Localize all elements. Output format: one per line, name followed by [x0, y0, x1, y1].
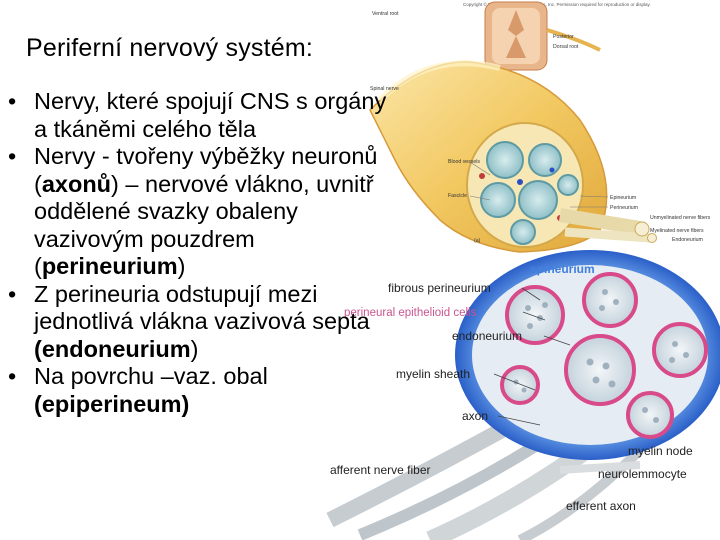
label-epineurium-top: Epineurium	[610, 195, 636, 201]
label-epineurium: epineurium	[530, 262, 595, 276]
label-dorsal-root: Dorsal root	[553, 44, 579, 50]
bullet-list: • Nervy, které spojují CNS s orgány a tká…	[6, 88, 396, 418]
label-spinal-nerve: Spinal nerve	[370, 86, 399, 92]
bullet-bold-text: axonů	[41, 170, 112, 197]
bullet-bold-text: (epiperineum)	[34, 390, 190, 417]
bullet-text: Nervy, které spojují CNS s orgány a tkán…	[34, 88, 387, 142]
label-efferent-axon: efferent axon	[566, 499, 636, 513]
bullet-text: Z perineuria odstupují mezi jednotlivá v…	[34, 280, 370, 335]
label-panel-a: (a)	[474, 238, 481, 244]
label-myelin-sheath: myelin sheath	[396, 367, 470, 381]
bullet-bold-text: perineurium	[41, 253, 178, 279]
bullet-dot-icon: •	[8, 363, 17, 389]
bullet-bold-text: (endoneurium	[34, 335, 191, 362]
label-endoneurium: endoneurium	[452, 329, 522, 343]
label-myelin-node: myelin node	[628, 444, 693, 458]
label-posterior: Posterior	[553, 34, 574, 40]
bullet-dot-icon: •	[8, 280, 17, 307]
spinal-cord	[484, 1, 601, 71]
bullet-text: ) – nervové vlákno, uvnitř oddělené svaz…	[34, 170, 374, 280]
bullet-text: )	[177, 253, 186, 279]
bullet-text: Na povrchu –vaz. obal	[34, 363, 268, 389]
bullet-dot-icon: •	[8, 143, 17, 169]
label-myelinated: Myelinated nerve fibers	[650, 228, 704, 234]
bullet-item: • Z perineuria odstupují mezi jednotlivá …	[6, 281, 396, 364]
label-perineurium-top: Perineurium	[610, 205, 638, 211]
label-fibrous-perineurium: fibrous perineurium	[388, 281, 491, 295]
label-fascicle: Fascicle	[448, 193, 467, 199]
label-afferent-fiber: afferent nerve fiber	[330, 463, 431, 477]
copyright-text: Copyright © The McGraw-Hill Companies, I…	[463, 1, 651, 7]
nerve-cross-section-bottom	[326, 250, 720, 540]
bullet-item: • Nervy, které spojují CNS s orgány a tká…	[6, 88, 396, 143]
bullet-item: • Na povrchu –vaz. obal (epiperineum)	[6, 363, 396, 418]
label-unmyelinated: Unmyelinated nerve fibers	[650, 215, 711, 221]
label-endoneurium-top: Endoneurium	[672, 237, 703, 243]
label-blood-vessels: Blood vessels	[448, 159, 480, 165]
bullet-text: Nervy - tvořeny výběžky neuronů (	[34, 143, 378, 197]
label-axon: axon	[462, 409, 488, 423]
nerve-cross-section-top	[466, 122, 657, 248]
label-perineural-cells: perineural epithelioid cells	[344, 307, 477, 319]
bullet-text: )	[190, 335, 199, 362]
slide-title: Periferní nervový systém:	[26, 34, 314, 62]
bullet-item: • Nervy - tvořeny výběžky neuronů (axonů)…	[6, 143, 396, 281]
label-ventral-root: Ventral root	[372, 11, 399, 17]
bullet-dot-icon: •	[8, 88, 17, 114]
label-neurolemmocyte: neurolemmocyte	[598, 467, 687, 481]
